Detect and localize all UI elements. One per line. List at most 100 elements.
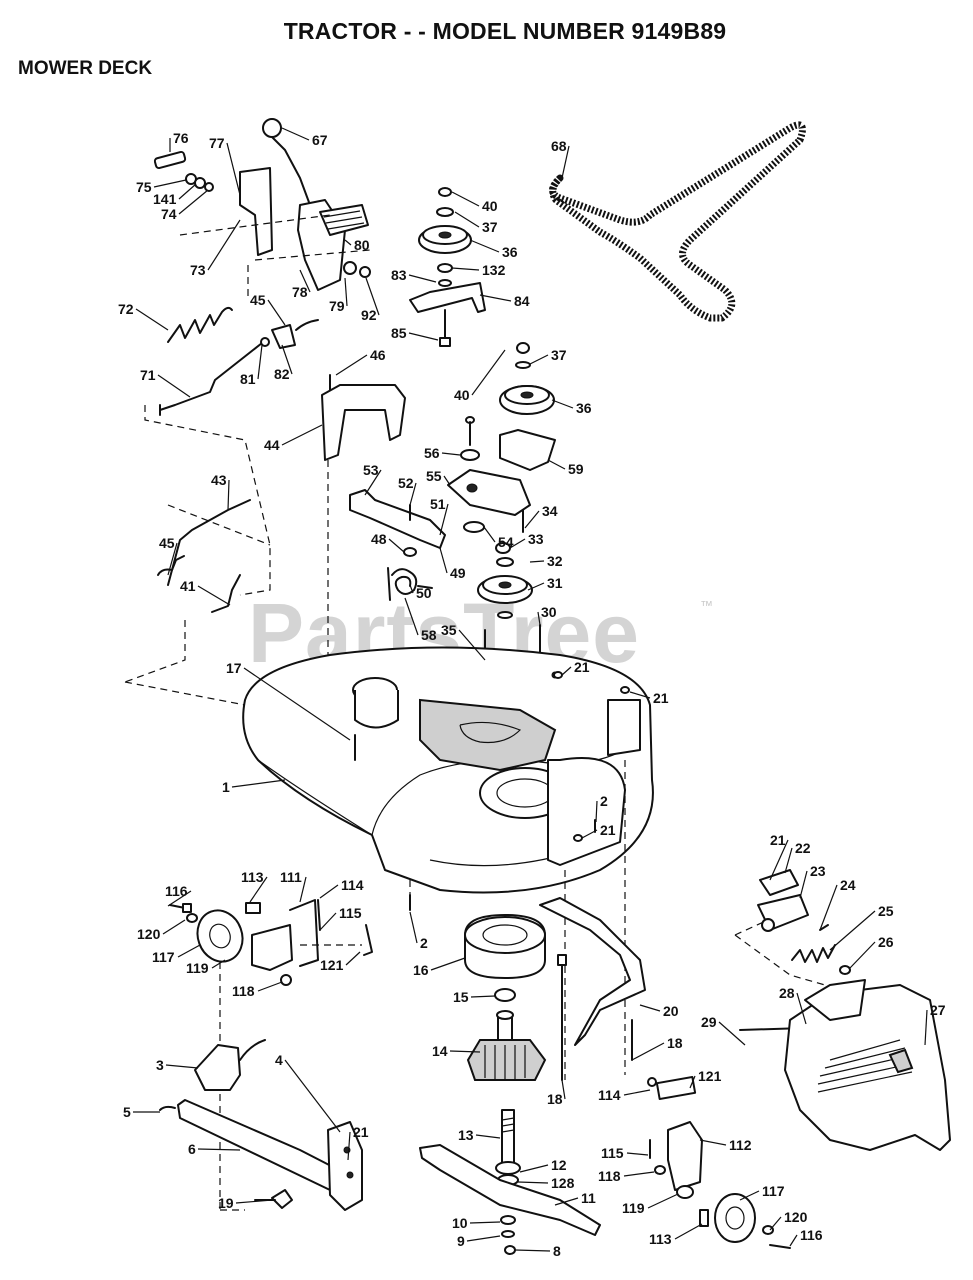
part-callout-58[interactable]: 58 — [421, 627, 437, 643]
part-callout-116[interactable]: 116 — [800, 1227, 823, 1243]
part-callout-68[interactable]: 68 — [551, 138, 567, 154]
part-callout-118[interactable]: 118 — [598, 1168, 621, 1184]
part-callout-40[interactable]: 40 — [454, 387, 470, 403]
part-callout-128[interactable]: 128 — [551, 1175, 575, 1191]
part-callout-44[interactable]: 44 — [264, 437, 280, 453]
part-callout-52[interactable]: 52 — [398, 475, 414, 491]
part-callout-21[interactable]: 21 — [770, 832, 786, 848]
part-callout-24[interactable]: 24 — [840, 877, 856, 893]
part-callout-36[interactable]: 36 — [576, 400, 592, 416]
part-callout-132[interactable]: 132 — [482, 262, 506, 278]
part-callout-74[interactable]: 74 — [161, 206, 177, 222]
part-callout-121[interactable]: 121 — [698, 1068, 722, 1084]
part-callout-45[interactable]: 45 — [159, 535, 175, 551]
part-callout-115[interactable]: 115 — [601, 1145, 624, 1161]
part-callout-17[interactable]: 17 — [226, 660, 242, 676]
part-callout-13[interactable]: 13 — [458, 1127, 474, 1143]
part-callout-120[interactable]: 120 — [784, 1209, 808, 1225]
part-callout-28[interactable]: 28 — [779, 985, 795, 1001]
part-callout-6[interactable]: 6 — [188, 1141, 196, 1157]
part-callout-118[interactable]: 118 — [232, 983, 255, 999]
part-callout-82[interactable]: 82 — [274, 366, 290, 382]
part-callout-37[interactable]: 37 — [551, 347, 567, 363]
part-callout-72[interactable]: 72 — [118, 301, 134, 317]
part-callout-21[interactable]: 21 — [353, 1124, 369, 1140]
part-callout-11[interactable]: 11 — [581, 1190, 596, 1206]
part-callout-55[interactable]: 55 — [426, 468, 442, 484]
part-callout-25[interactable]: 25 — [878, 903, 894, 919]
part-callout-2[interactable]: 2 — [420, 935, 428, 951]
part-callout-114[interactable]: 114 — [341, 877, 364, 893]
part-callout-27[interactable]: 27 — [930, 1002, 946, 1018]
part-callout-121[interactable]: 121 — [320, 957, 344, 973]
part-callout-37[interactable]: 37 — [482, 219, 498, 235]
part-callout-4[interactable]: 4 — [275, 1052, 283, 1068]
part-callout-112[interactable]: 112 — [729, 1137, 752, 1153]
part-callout-77[interactable]: 77 — [209, 135, 225, 151]
part-callout-26[interactable]: 26 — [878, 934, 894, 950]
part-callout-10[interactable]: 10 — [452, 1215, 468, 1231]
part-callout-113[interactable]: 113 — [241, 869, 264, 885]
part-callout-12[interactable]: 12 — [551, 1157, 567, 1173]
part-callout-33[interactable]: 33 — [528, 531, 544, 547]
part-callout-22[interactable]: 22 — [795, 840, 811, 856]
part-callout-5[interactable]: 5 — [123, 1104, 131, 1120]
part-callout-50[interactable]: 50 — [416, 585, 432, 601]
part-callout-83[interactable]: 83 — [391, 267, 407, 283]
part-callout-32[interactable]: 32 — [547, 553, 563, 569]
part-callout-36[interactable]: 36 — [502, 244, 518, 260]
part-callout-117[interactable]: 117 — [152, 949, 175, 965]
part-callout-73[interactable]: 73 — [190, 262, 206, 278]
part-callout-1[interactable]: 1 — [222, 779, 230, 795]
part-callout-92[interactable]: 92 — [361, 307, 377, 323]
part-callout-49[interactable]: 49 — [450, 565, 466, 581]
part-callout-18[interactable]: 18 — [667, 1035, 683, 1051]
part-callout-18[interactable]: 18 — [547, 1091, 563, 1107]
part-callout-76[interactable]: 76 — [173, 130, 189, 146]
part-callout-53[interactable]: 53 — [363, 462, 379, 478]
part-callout-41[interactable]: 41 — [180, 578, 196, 594]
part-callout-84[interactable]: 84 — [514, 293, 530, 309]
part-callout-14[interactable]: 14 — [432, 1043, 448, 1059]
part-callout-67[interactable]: 67 — [312, 132, 328, 148]
part-callout-20[interactable]: 20 — [663, 1003, 679, 1019]
part-callout-114[interactable]: 114 — [598, 1087, 621, 1103]
part-callout-21[interactable]: 21 — [574, 659, 590, 675]
part-callout-71[interactable]: 71 — [140, 367, 156, 383]
part-callout-119[interactable]: 119 — [186, 960, 209, 976]
part-callout-120[interactable]: 120 — [137, 926, 161, 942]
part-callout-51[interactable]: 51 — [430, 496, 446, 512]
part-callout-2[interactable]: 2 — [600, 793, 608, 809]
part-callout-31[interactable]: 31 — [547, 575, 563, 591]
part-callout-43[interactable]: 43 — [211, 472, 227, 488]
part-callout-30[interactable]: 30 — [541, 604, 557, 620]
part-callout-117[interactable]: 117 — [762, 1183, 785, 1199]
part-callout-80[interactable]: 80 — [354, 237, 370, 253]
part-callout-34[interactable]: 34 — [542, 503, 558, 519]
part-callout-16[interactable]: 16 — [413, 962, 429, 978]
part-callout-81[interactable]: 81 — [240, 371, 256, 387]
part-callout-46[interactable]: 46 — [370, 347, 386, 363]
part-callout-79[interactable]: 79 — [329, 298, 345, 314]
part-callout-85[interactable]: 85 — [391, 325, 407, 341]
part-callout-113[interactable]: 113 — [649, 1231, 672, 1247]
part-callout-21[interactable]: 21 — [653, 690, 669, 706]
part-callout-8[interactable]: 8 — [553, 1243, 561, 1259]
part-callout-9[interactable]: 9 — [457, 1233, 465, 1249]
part-callout-35[interactable]: 35 — [441, 622, 457, 638]
part-callout-54[interactable]: 54 — [498, 534, 514, 550]
part-callout-3[interactable]: 3 — [156, 1057, 164, 1073]
part-callout-19[interactable]: 19 — [218, 1195, 234, 1211]
part-callout-115[interactable]: 115 — [339, 905, 362, 921]
part-callout-56[interactable]: 56 — [424, 445, 440, 461]
part-callout-40[interactable]: 40 — [482, 198, 498, 214]
part-callout-45[interactable]: 45 — [250, 292, 266, 308]
part-callout-78[interactable]: 78 — [292, 284, 308, 300]
part-callout-119[interactable]: 119 — [622, 1200, 645, 1216]
part-callout-141[interactable]: 141 — [153, 191, 177, 207]
part-callout-111[interactable]: 111 — [280, 869, 302, 885]
part-callout-116[interactable]: 116 — [165, 883, 188, 899]
part-callout-21[interactable]: 21 — [600, 822, 616, 838]
part-callout-75[interactable]: 75 — [136, 179, 152, 195]
part-callout-59[interactable]: 59 — [568, 461, 584, 477]
